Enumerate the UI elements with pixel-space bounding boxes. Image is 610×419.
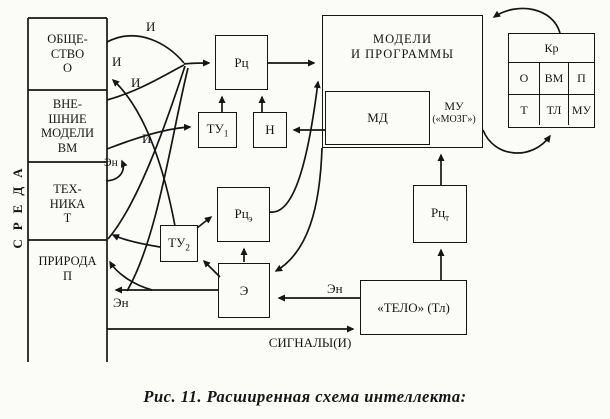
env-sector-nature: ПРИРОДА П [38, 254, 97, 283]
block-receptors: Рц [215, 35, 268, 90]
kr-cell: ВМ [539, 63, 569, 94]
kr-cell: МУ [571, 102, 592, 117]
env-sector-technique: ТЕХ- НИКА Т [49, 182, 86, 225]
environment-axis-label: СРЕДА [10, 159, 25, 249]
kr-cell: ТЛ [539, 95, 569, 125]
block-body: «ТЕЛО» (Тл) [360, 280, 467, 335]
env-sector-society: ОБЩЕ- СТВО О [47, 32, 88, 76]
block-tu2: ТУ2 [160, 225, 198, 262]
signals-label: СИГНАЛЫ(И) [268, 335, 352, 350]
info-label-2: И [112, 54, 122, 69]
block-tu1: ТУ1 [198, 112, 237, 148]
arrow-kr-to-models [492, 7, 561, 34]
block-rct: Рцт [413, 185, 467, 243]
info-label-1: И [146, 19, 156, 34]
figure-caption: Рис. 11. Расширенная схема интеллекта: [143, 387, 467, 406]
kr-header: Кр [509, 34, 594, 63]
arrow-tu2-to-technique [111, 234, 161, 248]
block-n: Н [253, 112, 287, 148]
mu-brain-label: МУ («МОЗГ») [432, 99, 476, 126]
block-effectors: Э [218, 263, 270, 318]
arrow-tu2-to-rce [196, 216, 213, 229]
info-label-4: И [142, 131, 152, 146]
kr-cell: О [519, 71, 529, 85]
arrow-models-to-effector [274, 147, 323, 272]
block-models-and-programs: МОДЕЛИ И ПРОГРАММЫ МД МУ («МОЗГ») [322, 15, 483, 148]
flow-technique-to-rc [107, 65, 186, 240]
kr-cell: Т [520, 102, 528, 117]
kr-cell: П [577, 71, 586, 85]
arrow-tu2-to-extmodels [111, 78, 176, 227]
arrow-effector-to-nature [109, 260, 153, 291]
block-rce: Рцэ [217, 187, 270, 242]
env-sector-external-models: ВНЕ- ШНИЕ МОДЕЛИ ВМ [40, 97, 95, 155]
arrow-into-rc [183, 59, 211, 67]
kr-row-2: Т ТЛ МУ [509, 94, 594, 125]
kr-table: Кр О ВМ П Т ТЛ МУ [508, 33, 595, 128]
energy-label-1: Эн [104, 157, 118, 169]
arrow-models-to-kr [482, 129, 551, 154]
kr-row-1: О ВМ П [509, 63, 594, 94]
models-title: МОДЕЛИ И ПРОГРАММЫ [350, 32, 455, 61]
energy-label-2: Эн [113, 295, 129, 310]
info-label-3: И [131, 75, 141, 90]
energy-label-3: Эн [327, 281, 343, 296]
block-md: МД [325, 91, 430, 145]
flow-extmodels-to-rc [106, 64, 185, 101]
